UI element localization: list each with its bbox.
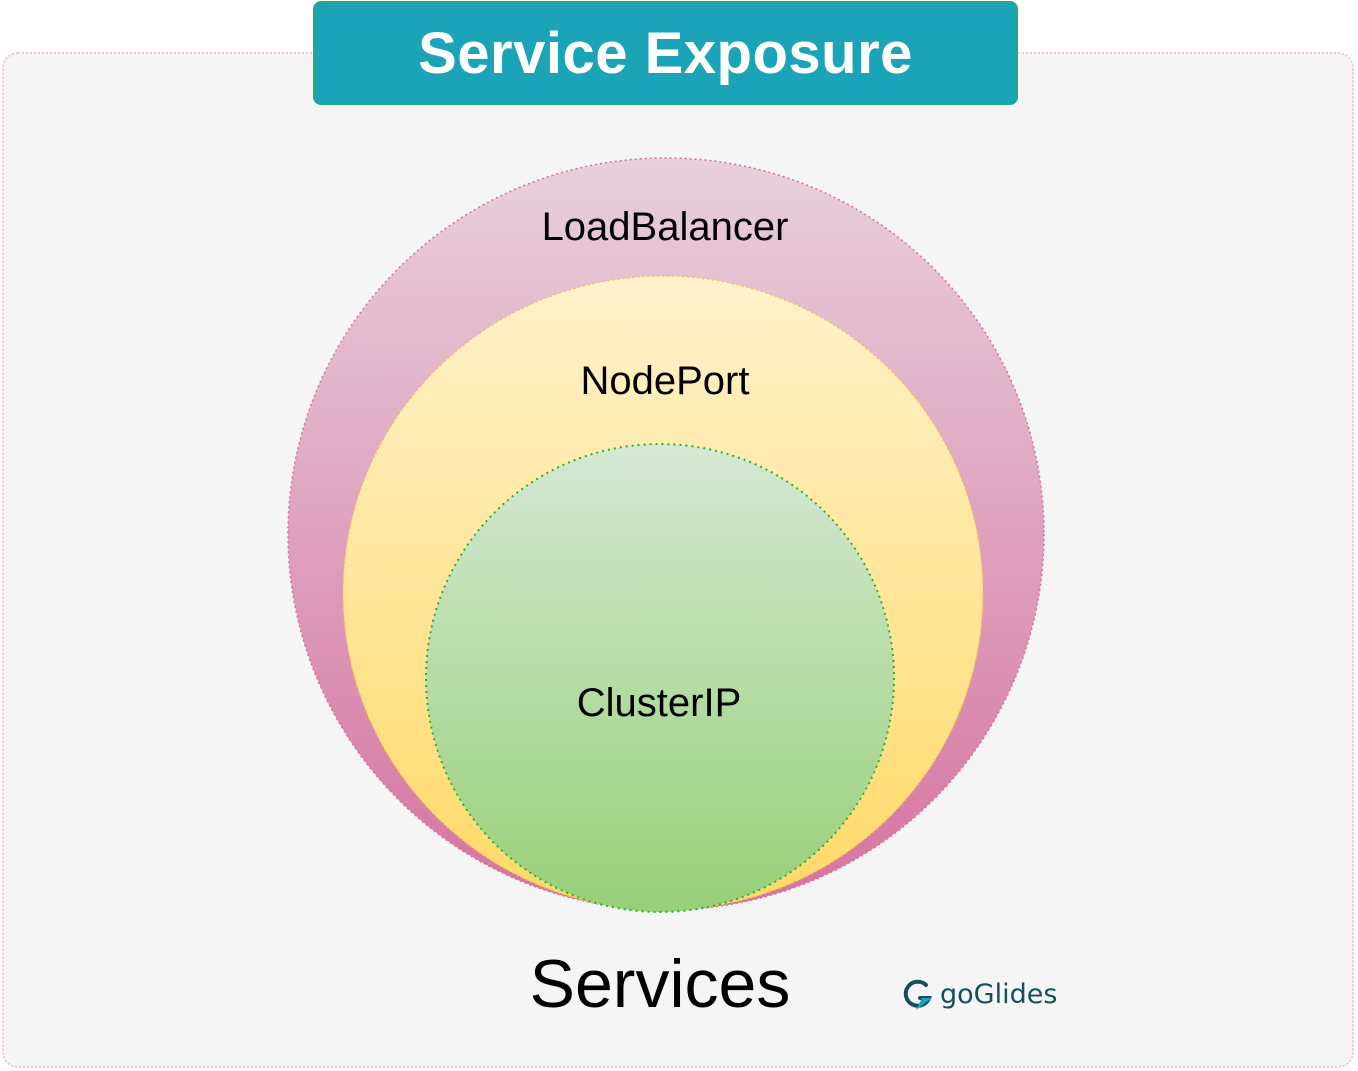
nodeport-label: NodePort [581, 359, 750, 403]
clusterip-label: ClusterIP [577, 681, 742, 725]
clusterip-circle [425, 443, 895, 913]
goglides-logo-icon [903, 979, 932, 1010]
goglides-logo-text: goGlides [940, 978, 1058, 1010]
services-label: Services [529, 946, 791, 1022]
goglides-logo: goGlides [902, 976, 1057, 1012]
loadbalancer-label: LoadBalancer [542, 205, 789, 249]
clusterip-layer: ClusterIP [425, 443, 895, 913]
diagram-title: Service Exposure [418, 20, 913, 86]
title-banner: Service Exposure [313, 1, 1018, 105]
